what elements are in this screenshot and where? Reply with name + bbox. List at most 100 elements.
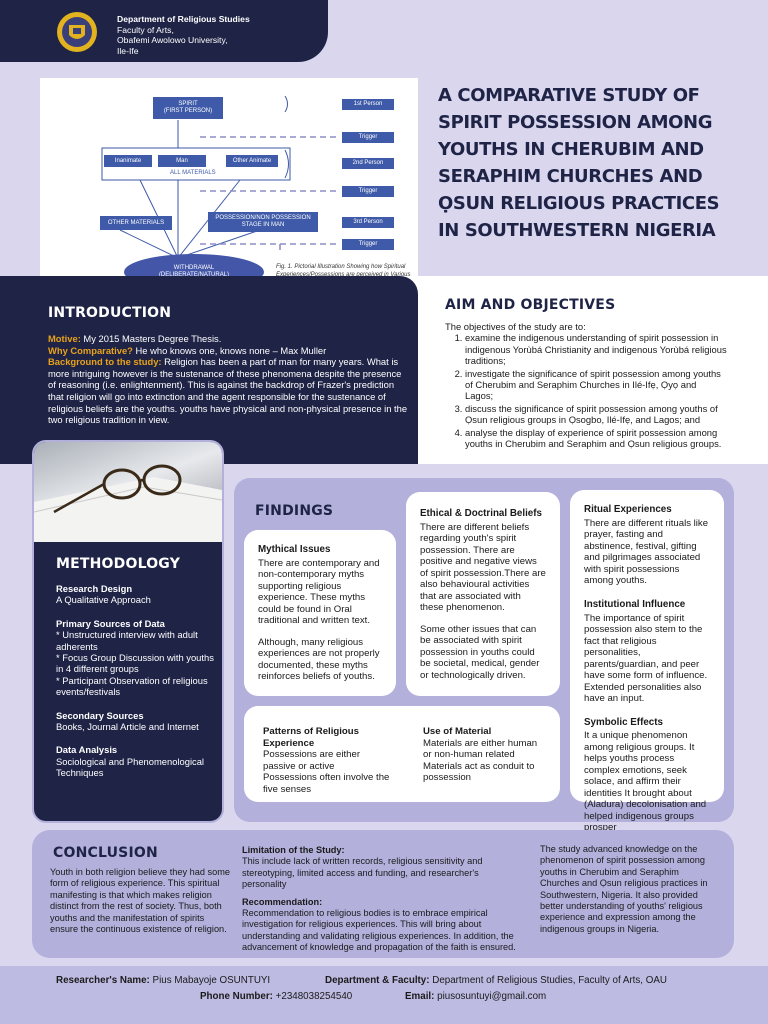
withdrawal-label: WITHDRAWAL [173, 265, 215, 272]
conclusion-right-text: The study advanced knowledge on the phen… [540, 844, 708, 934]
introduction-body: Motive: My 2015 Masters Degree Thesis. W… [48, 333, 408, 426]
header-text: Department of Religious Studies Faculty … [117, 14, 250, 56]
research-design-label: Research Design [56, 583, 133, 594]
finding-text: Possessions are either passive or active… [263, 749, 390, 795]
primary-source-item: * Unstructured interview with adult adhe… [56, 629, 198, 652]
department-label: Department & Faculty: [325, 975, 430, 986]
researcher-name: Pius Mabayoje OSUNTUYI [149, 975, 271, 986]
motive-label: Motive: [48, 333, 81, 344]
trigger-label-3: Trigger [342, 239, 394, 250]
finding-text: Some other issues that can be associated… [420, 623, 540, 681]
introduction-heading: INTRODUCTION [48, 305, 172, 321]
header-city: Ile-Ife [117, 45, 139, 56]
other-materials-box: OTHER MATERIALS [100, 216, 172, 230]
recommendation-label: Recommendation: [242, 896, 323, 907]
why-label: Why Comparative? [48, 344, 133, 356]
finding-text: There are different beliefs regarding yo… [420, 521, 546, 614]
finding-title: Patterns of Religious Experience [263, 726, 359, 749]
finding-title: Ethical & Doctrinal Beliefs [420, 508, 542, 519]
phone-label: Phone Number: [200, 991, 273, 1002]
second-person-label: 2nd Person [342, 158, 394, 169]
email-label: Email: [405, 991, 435, 1002]
man-label: Man [176, 157, 188, 164]
footer-email: Email: piusosuntuyi@gmail.com [405, 991, 546, 1002]
university-logo [56, 11, 98, 53]
finding-card-ethical: Ethical & Doctrinal Beliefs There are di… [406, 492, 560, 696]
research-design-text: A Qualitative Approach [56, 594, 151, 606]
poster-title: A COMPARATIVE STUDY OF SPIRIT POSSESSION… [438, 85, 720, 241]
email-address[interactable]: piusosuntuyi@gmail.com [434, 991, 547, 1002]
spirit-box: SPIRIT (FIRST PERSON) [153, 97, 223, 119]
footer-band [0, 966, 768, 1024]
diagram-connectors [101, 95, 340, 259]
recommendation-text: Recommendation to religious bodies is to… [242, 908, 516, 953]
methodology-heading: METHODOLOGY [56, 556, 181, 572]
conclusion-middle: Limitation of the Study: This include la… [242, 845, 524, 954]
other-materials-label: OTHER MATERIALS [107, 219, 165, 226]
primary-source-item: * Participant Observation of religious e… [56, 674, 208, 698]
secondary-sources-label: Secondary Sources [56, 709, 144, 721]
limitation-label: Limitation of the Study: [242, 845, 345, 855]
header-faculty: Faculty of Arts, [117, 24, 174, 35]
primary-source-item: * Focus Group Discussion with youths in … [56, 652, 214, 675]
aims-list: examine the indigenous understanding of … [445, 332, 727, 449]
findings-heading: FINDINGS [255, 503, 334, 519]
finding-text: It a unique phenomenon among religious g… [584, 730, 707, 834]
methodology-body: Research Design A Qualitative Approach P… [56, 583, 216, 779]
finding-title: Ritual Experiences [584, 504, 672, 515]
finding-text: There are contemporary and non-contempor… [258, 557, 380, 627]
aims-panel [418, 276, 768, 464]
finding-title: Use of Material [423, 726, 492, 737]
aim-item: investigate the significance of spirit p… [465, 368, 727, 402]
conclusion-heading: CONCLUSION [53, 845, 158, 861]
finding-patterns: Patterns of Religious Experience Possess… [263, 726, 393, 795]
data-analysis-label: Data Analysis [56, 744, 118, 756]
aims-intro: The objectives of the study are to: [445, 321, 586, 332]
background-text: Religion has been a part of man for many… [48, 356, 408, 426]
why-text: He who knows one, knows none – Max Mulle… [132, 344, 327, 356]
department-text: Department of Religious Studies, Faculty… [429, 975, 667, 986]
header-university: Obafemi Awolowo University, [117, 35, 228, 45]
secondary-sources-text: Books, Journal Article and Internet [56, 721, 199, 733]
header-band [0, 0, 328, 62]
finding-text: The importance of spirit possession also… [584, 612, 708, 705]
primary-sources-label: Primary Sources of Data [56, 617, 165, 629]
other-animate-box: Other Animate [226, 155, 278, 167]
trigger-label-2: Trigger [342, 186, 394, 197]
aim-item: discuss the significance of spirit posse… [465, 403, 727, 426]
introduction-panel [0, 276, 418, 464]
header-dept: Department of Religious Studies [117, 14, 250, 24]
spirit-sub-label: (FIRST PERSON) [163, 108, 213, 114]
aims-heading: AIM AND OBJECTIVES [445, 297, 616, 313]
finding-title: Mythical Issues [258, 544, 331, 555]
third-person-label: 3rd Person [342, 217, 394, 228]
finding-title: Symbolic Effects [584, 716, 663, 728]
conclusion-panel [32, 830, 734, 958]
finding-text: Although, many religious experiences are… [258, 636, 380, 683]
first-person-label: 1st Person [342, 99, 394, 110]
finding-text: There are different rituals like prayer,… [584, 517, 709, 587]
aims-body: The objectives of the study are to: exam… [445, 321, 727, 450]
inanimate-label: Inanimate [114, 157, 142, 164]
possession-label: POSSESSION/NON POSSESSION [215, 215, 311, 222]
aim-item: examine the indigenous understanding of … [465, 332, 727, 366]
motive-text: My 2015 Masters Degree Thesis. [80, 333, 222, 344]
finding-title: Institutional Influence [584, 598, 686, 610]
other-animate-label: Other Animate [232, 157, 272, 164]
trigger-label-1: Trigger [342, 132, 394, 143]
possession-sub-label: STAGE IN MAN [241, 222, 285, 228]
diagram: SPIRIT (FIRST PERSON) 1st Person Trigger… [40, 78, 418, 300]
spirit-label: SPIRIT [178, 101, 198, 108]
finding-text: Materials are either human or non-human … [423, 737, 538, 784]
aim-item: analyse the display of experience of spi… [465, 427, 727, 450]
finding-card-ritual: Ritual Experiences There are different r… [570, 490, 724, 833]
footer-researcher: Researcher's Name: Pius Mabayoje OSUNTUY… [56, 975, 270, 986]
finding-card-mythical: Mythical Issues There are contemporary a… [244, 530, 396, 696]
finding-card-patterns-material [244, 706, 560, 802]
finding-material: Use of Material Materials are either hum… [423, 726, 547, 784]
man-box: Man [158, 155, 206, 167]
footer-phone: Phone Number: +2348038254540 [200, 991, 352, 1002]
footer-department: Department & Faculty: Department of Reli… [325, 975, 667, 986]
limitation-text: This include lack of written records, re… [242, 856, 483, 890]
phone-number: +2348038254540 [272, 991, 353, 1002]
